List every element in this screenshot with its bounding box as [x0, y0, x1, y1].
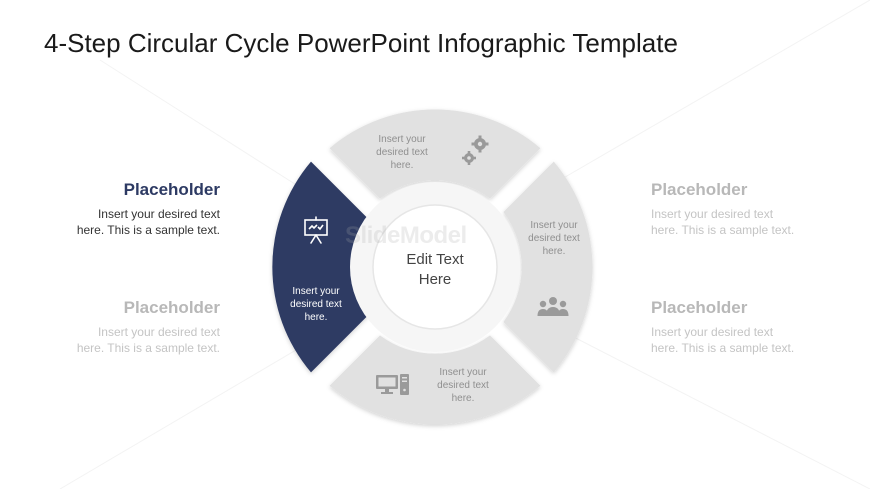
side-block-right-bottom-body: Insert your desired text here. This is a… — [651, 324, 851, 356]
side-block-right-top[interactable]: Placeholder Insert your desired text her… — [651, 180, 851, 238]
segment-right-line3: here. — [542, 246, 566, 257]
side-block-left-top-heading: Placeholder — [123, 180, 220, 199]
side-block-right-top-line2: here. This is a sample text. — [651, 223, 795, 237]
background-lines — [59, 0, 870, 489]
side-block-left-top-body: Insert your desired text here. This is a… — [20, 206, 220, 238]
side-block-right-bottom[interactable]: Placeholder Insert your desired text her… — [651, 298, 851, 356]
segment-top-line3: here. — [390, 160, 414, 171]
segment-right-line2: desired text — [528, 233, 580, 244]
cycle-segment-top[interactable] — [329, 109, 541, 199]
side-block-right-bottom-heading: Placeholder — [651, 298, 748, 317]
segment-left-line2: desired text — [290, 299, 342, 310]
segment-left-line1: Insert your — [292, 286, 340, 297]
side-block-right-bottom-line2: here. This is a sample text. — [651, 341, 795, 355]
segment-top-line1: Insert your — [378, 134, 426, 145]
segment-right-line1: Insert your — [530, 220, 578, 231]
side-block-right-top-heading: Placeholder — [651, 180, 748, 199]
side-block-left-top-line1: Insert your desired text — [97, 207, 220, 221]
side-block-left-top[interactable]: Placeholder Insert your desired text her… — [20, 180, 220, 238]
cycle-segment-bottom[interactable] — [329, 335, 541, 425]
segment-left-line3: here. — [304, 312, 328, 323]
page-title: 4-Step Circular Cycle PowerPoint Infogra… — [44, 28, 678, 58]
gears-icon — [462, 135, 489, 165]
side-block-left-bottom-body: Insert your desired text here. This is a… — [20, 324, 220, 356]
center-text-line1: Edit Text — [406, 251, 464, 268]
side-block-right-top-body: Insert your desired text here. This is a… — [651, 206, 851, 238]
center-text[interactable]: Edit Text Here — [385, 250, 485, 290]
presentation-board-icon — [304, 216, 328, 244]
segment-bottom-line1: Insert your — [439, 367, 487, 378]
cycle-segment-left-active[interactable] — [272, 161, 368, 373]
side-block-left-bottom-line2: here. This is a sample text. — [76, 341, 220, 355]
side-block-right-top-line1: Insert your desired text — [651, 207, 774, 221]
segment-bottom-text[interactable]: Insert your desired text here. — [418, 366, 508, 405]
side-block-left-bottom-line1: Insert your desired text — [97, 325, 220, 339]
team-icon — [537, 297, 569, 316]
side-block-left-bottom-heading: Placeholder — [123, 298, 220, 317]
side-block-left-top-line2: here. This is a sample text. — [76, 223, 220, 237]
segment-top-line2: desired text — [376, 147, 428, 158]
side-block-left-bottom[interactable]: Placeholder Insert your desired text her… — [20, 298, 220, 356]
segment-left-text[interactable]: Insert your desired text here. — [271, 285, 361, 324]
cycle-segment-right[interactable] — [503, 161, 593, 373]
center-circle[interactable] — [372, 204, 498, 330]
side-block-right-bottom-line1: Insert your desired text — [651, 325, 774, 339]
watermark: SlideModel — [345, 222, 467, 249]
segment-top-text[interactable]: Insert your desired text here. — [357, 133, 447, 172]
segment-bottom-line3: here. — [451, 393, 475, 404]
center-text-line2: Here — [418, 271, 452, 288]
segment-bottom-line2: desired text — [437, 380, 489, 391]
desktop-computer-icon — [376, 374, 409, 395]
segment-right-text[interactable]: Insert your desired text here. — [509, 219, 599, 258]
